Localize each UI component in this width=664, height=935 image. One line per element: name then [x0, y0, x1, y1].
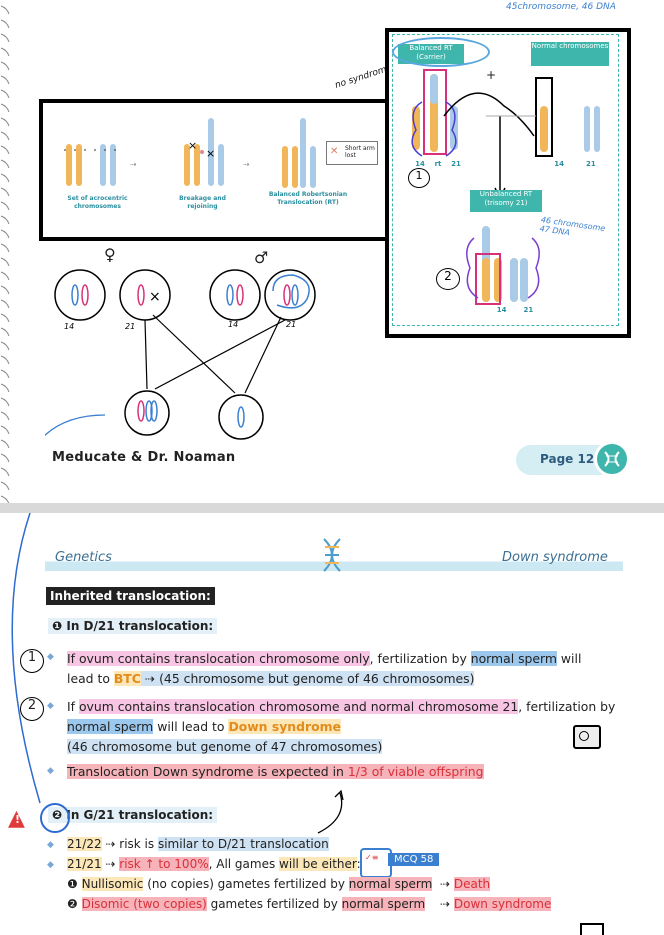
unbalanced-rt-chromosomes — [462, 218, 552, 308]
handwritten-ellipse — [392, 37, 490, 67]
ring-mark — [1, 468, 9, 476]
handwritten-note-top: 45chromosome, 46 DNA — [506, 2, 616, 12]
svg-text:×: × — [188, 139, 197, 152]
short-arm-note: ✕ Short arm lost — [326, 141, 378, 165]
header-right: Down syndrome — [502, 550, 608, 565]
ring-mark — [1, 412, 9, 420]
chrom-labels-normal: 14 21 — [540, 160, 610, 168]
ring-mark — [1, 496, 9, 503]
video-icon[interactable] — [573, 725, 601, 749]
ring-mark — [1, 132, 9, 140]
ring-mark — [1, 258, 9, 266]
ring-mark — [1, 90, 9, 98]
ring-mark — [1, 34, 9, 42]
disomic-result: ⇢ Down syndrome — [440, 897, 551, 911]
ring-mark — [1, 244, 9, 252]
page-separator — [0, 503, 664, 513]
bullet-icon-5: ◆ — [47, 860, 54, 870]
notebook-rings — [0, 0, 10, 503]
female-symbol: ♀ — [104, 245, 116, 264]
ring-mark — [1, 48, 9, 56]
cross-icon: ✕ — [330, 146, 338, 157]
breakage-rejoining-figure: × × — [160, 116, 240, 190]
ring-mark — [1, 328, 9, 336]
mcq-badge[interactable]: MCQ 58 — [388, 853, 439, 866]
g21-risk-1: 21/22 ⇢ risk is similar to D/21 transloc… — [67, 837, 329, 851]
g21-risk-2: 21/21 ⇢ risk ↑ to 100%, All games will b… — [67, 857, 361, 871]
circled-number-2: 2 — [436, 268, 460, 290]
ring-mark — [1, 454, 9, 462]
ring-mark — [1, 146, 9, 154]
balanced-rt-figure — [278, 114, 328, 190]
svg-text:×: × — [206, 147, 215, 160]
ring-mark — [1, 188, 9, 196]
acrocentric-chromosomes-figure — [60, 140, 130, 190]
page-badge: Page 12 — [516, 445, 622, 475]
ring-mark — [1, 384, 9, 392]
page-12: Set of acrocentric chromosomes ⇢ × × Bre… — [0, 0, 664, 503]
ring-mark — [1, 440, 9, 448]
cell-label-1: 14 — [64, 322, 74, 331]
ring-mark — [1, 286, 9, 294]
handwritten-annotations — [0, 513, 360, 843]
circled-number-1: 1 — [408, 168, 430, 188]
page-number: Page 12 — [540, 452, 594, 466]
dna-icon — [594, 441, 630, 477]
arrow-icon: ⇢ — [130, 160, 137, 169]
nullisomic-line: ❶ Nullisomic (no copies) gametes fertili… — [67, 877, 432, 891]
ring-mark — [1, 118, 9, 126]
ring-mark — [1, 356, 9, 364]
ring-mark — [1, 230, 9, 238]
ring-mark — [1, 76, 9, 84]
ring-mark — [1, 272, 9, 280]
ring-mark — [1, 216, 9, 224]
gamete-sketch: × — [45, 265, 335, 445]
ring-mark — [1, 398, 9, 406]
cell-label-2: 21 — [125, 322, 135, 331]
ring-mark — [1, 314, 9, 322]
ring-mark — [1, 174, 9, 182]
cell-label-3: 14 — [228, 320, 238, 329]
cell-label-4: 21 — [286, 320, 296, 329]
nullisomic-result: ⇢ Death — [440, 877, 490, 891]
ring-mark — [1, 300, 9, 308]
step3-caption: Balanced Robertsonian Translocation (RT) — [268, 190, 348, 206]
video-icon-2[interactable] — [580, 923, 604, 935]
ring-mark — [1, 342, 9, 350]
step2-caption: Breakage and rejoining — [165, 194, 240, 210]
unbalanced-rt-label: Unbalanced RT (trisomy 21) — [470, 190, 542, 212]
ring-mark — [1, 426, 9, 434]
ring-mark — [1, 202, 9, 210]
normal-chromosomes-label: Normal chromosomes — [531, 42, 609, 66]
ring-mark — [1, 62, 9, 70]
chrom-labels-unbalanced: 14 21 — [480, 306, 550, 314]
ring-mark — [1, 6, 9, 14]
ring-mark — [1, 104, 9, 112]
disomic-line: ❷ Disomic (two copies) gametes fertilize… — [67, 897, 425, 911]
svg-text:×: × — [149, 289, 161, 305]
bullet-icon-4: ◆ — [47, 840, 54, 850]
step1-caption: Set of acrocentric chromosomes — [55, 194, 140, 210]
ring-mark — [1, 482, 9, 490]
ring-mark — [1, 370, 9, 378]
ring-mark — [1, 160, 9, 168]
page-13: Genetics Down syndrome Inherited translo… — [0, 513, 664, 934]
footer-brand: Meducate & Dr. Noaman — [52, 450, 235, 465]
ring-mark — [1, 20, 9, 28]
arrow-icon-2: ⇢ — [243, 160, 250, 169]
